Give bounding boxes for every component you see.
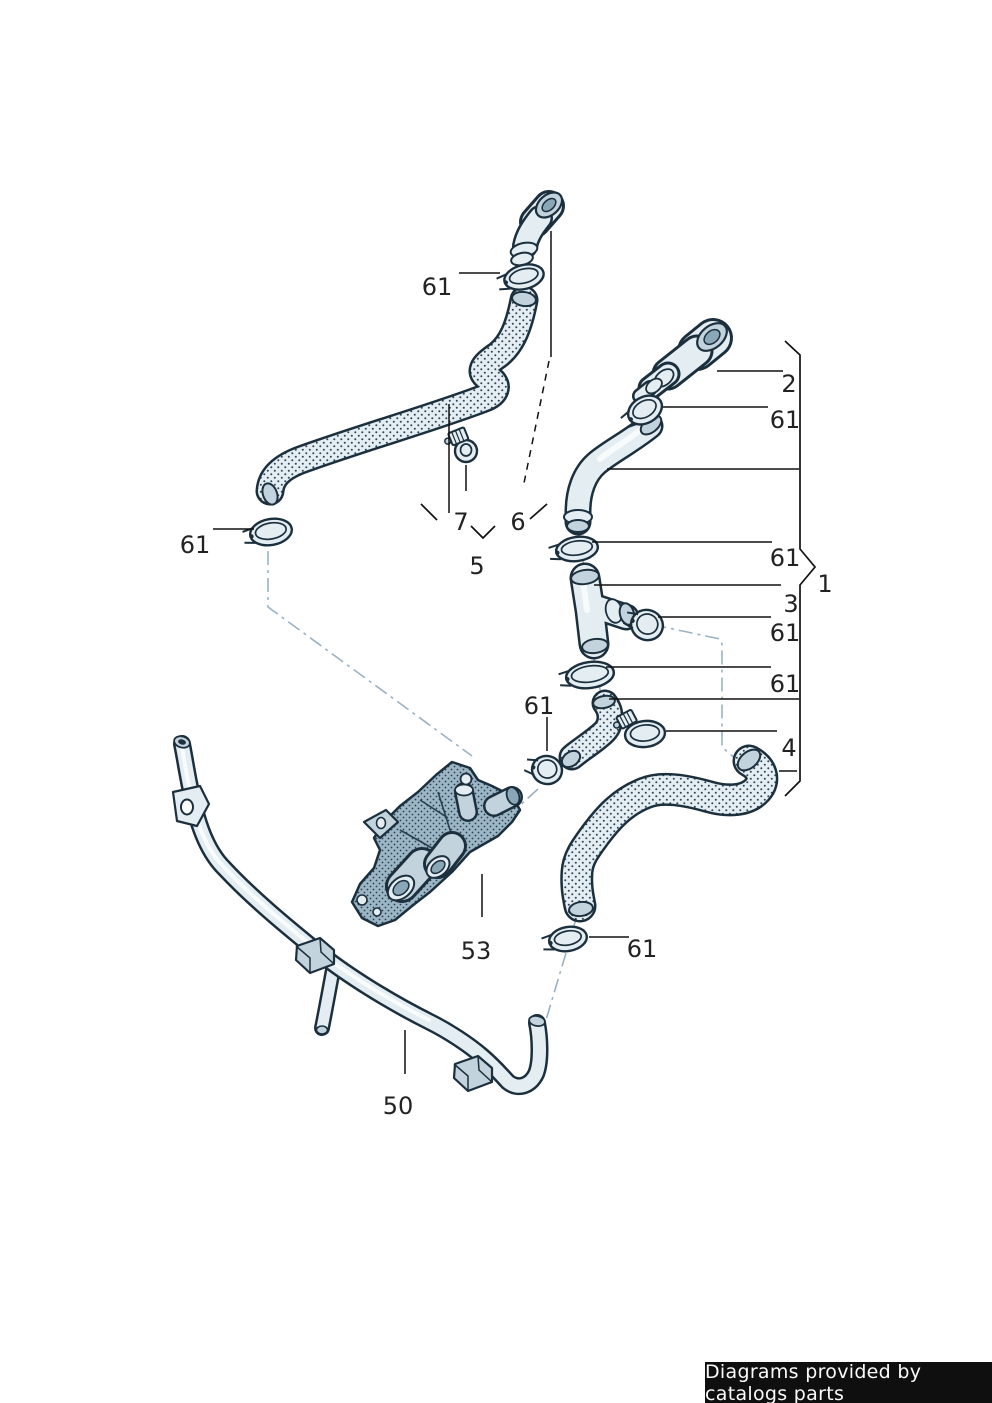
hose-clamp-61-tee-bottom-inner — [570, 664, 610, 684]
hose-clamp-61-tee-bottom-pivot — [565, 676, 570, 682]
hose-clamp-61-top-tabs — [496, 273, 511, 291]
bracket-group-1 — [784, 340, 817, 797]
hose-clamp-61-lower-inner — [553, 929, 583, 947]
worm-clamp-4-screw-head — [612, 721, 621, 729]
elbow-hose-of-assembly-1 — [558, 689, 624, 771]
hose-clamps — [242, 263, 667, 953]
hose-clamp-61-valve-inner — [536, 759, 558, 779]
hose-clamp-61-valve-pivot — [531, 765, 536, 770]
bent-tube-of-assembly-1 — [563, 412, 664, 536]
label-1: 1 — [817, 570, 832, 598]
worm-clamp-kit-5-screw-slots — [451, 428, 465, 445]
lower-hose-of-assembly-1 — [560, 744, 779, 923]
hose-clamp-61-connector-inner — [632, 398, 657, 420]
leader-lines — [213, 231, 799, 1074]
hose-clamp-61-tee-bottom-tabs — [558, 669, 572, 687]
hose-clamp-61-lower — [541, 925, 589, 953]
hose-clamp-61-tube — [548, 535, 600, 563]
part-2-connector — [632, 318, 733, 404]
worm-clamp-kit-5-inner — [459, 443, 473, 457]
worm-clamp-kit-5-screw — [444, 426, 470, 447]
worm-clamp-kit-5 — [444, 426, 479, 464]
dash-dot-axis — [545, 952, 567, 1021]
dashed-leader-line — [522, 360, 550, 489]
dash-dot-axis — [267, 551, 473, 757]
hose-clamp-61-tee-bottom — [558, 660, 616, 690]
label-4: 4 — [781, 734, 796, 762]
dash-dot-axis — [625, 618, 739, 762]
hose-clamp-61-tee-side-tabs — [622, 611, 639, 630]
label-6: 6 — [510, 508, 525, 536]
label-61-valve: 61 — [524, 692, 555, 720]
label-61-r1: 61 — [770, 406, 801, 434]
label-5: 5 — [469, 552, 484, 580]
hose-clamp-61-lower-tabs — [541, 933, 555, 951]
bracket-group-5 — [470, 525, 496, 540]
hose-clamp-61-top-pivot — [503, 280, 509, 285]
hose-clamp-61-lower-pivot — [548, 940, 553, 946]
hose-clamp-61-tube-inner — [560, 539, 594, 557]
part-53-valve-assembly — [350, 760, 523, 928]
hose-clamp-61-left-inner — [254, 521, 288, 541]
bracket-group-5 — [529, 503, 548, 520]
label-50: 50 — [383, 1092, 414, 1120]
hose-clamp-61-top-inner — [508, 267, 539, 285]
label-2: 2 — [781, 370, 796, 398]
watermark-text: Diagrams provided by catalogs parts — [705, 1360, 922, 1403]
part-50-rigid-pipe — [171, 735, 549, 1096]
hose-clamp-61-left — [242, 517, 294, 547]
worm-clamp-4 — [612, 708, 667, 749]
part-6-elbow-fitting — [509, 190, 565, 267]
hose-clamp-61-valve — [523, 754, 564, 786]
label-61-r4: 61 — [770, 670, 801, 698]
hose-clamp-61-left-pivot — [249, 534, 254, 539]
hose-clamp-61-top — [496, 263, 545, 291]
hose-clamp-61-tee-side-pivot — [630, 618, 635, 624]
hose-clamp-61-tee-side — [622, 608, 665, 642]
label-53: 53 — [461, 937, 492, 965]
worm-clamp-4-screw-slots — [619, 711, 634, 728]
label-61-low: 61 — [627, 935, 658, 963]
watermark-banner: Diagrams provided by catalogs parts — [705, 1360, 992, 1403]
label-3: 3 — [783, 590, 798, 618]
hose-clamp-61-tee-side-inner — [636, 613, 659, 635]
bracket-group-5 — [420, 503, 438, 521]
worm-clamp-4-inner — [629, 724, 661, 742]
hose-clamp-61-tube-tabs — [548, 543, 562, 561]
label-61-r3: 61 — [770, 619, 801, 647]
hose-clamp-61-connector-pivot — [628, 417, 633, 422]
label-7: 7 — [453, 508, 468, 536]
worm-clamp-4-screw — [612, 708, 638, 730]
hose-clamp-61-tube-pivot — [555, 550, 560, 555]
grouping-brackets — [420, 340, 817, 797]
hose-clamp-61-connector — [620, 394, 664, 429]
part-3-tee-fitting — [569, 562, 640, 660]
label-61-top: 61 — [422, 273, 453, 301]
hose-clamp-61-connector-tabs — [620, 410, 638, 429]
label-61-r2: 61 — [770, 544, 801, 572]
label-61-left: 61 — [180, 531, 211, 559]
part-7-breather-hose — [255, 285, 539, 506]
hose-clamp-61-valve-tabs — [523, 758, 539, 776]
